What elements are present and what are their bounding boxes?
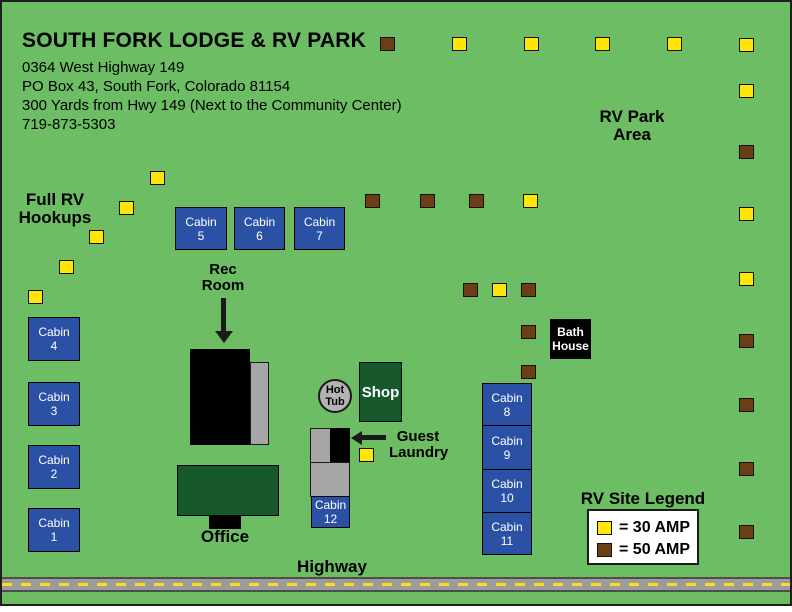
cabin-2: Cabin 2 (28, 445, 80, 489)
page-title: SOUTH FORK LODGE & RV PARK (22, 29, 366, 52)
office-building (177, 465, 279, 516)
rv-site-30amp (492, 283, 507, 297)
rv-site-50amp (521, 325, 536, 339)
header: SOUTH FORK LODGE & RV PARK 0364 West Hig… (22, 29, 402, 134)
rv-site-30amp (523, 194, 538, 208)
rv-site-50amp (469, 194, 484, 208)
rec-room-label: Rec Room (201, 261, 245, 294)
rv-site-30amp (739, 207, 754, 221)
cabin-6: Cabin 6 (234, 207, 285, 250)
cabin-12: Cabin 12 (311, 496, 350, 528)
rec-room-arrowhead-icon (215, 331, 233, 343)
rv-site-legend: = 30 AMP = 50 AMP (587, 509, 699, 565)
cabin-10: Cabin 10 (482, 469, 532, 513)
rv-site-50amp (420, 194, 435, 208)
cabin-3: Cabin 3 (28, 382, 80, 426)
rv-site-50amp (365, 194, 380, 208)
cabin-11: Cabin 11 (482, 512, 532, 555)
legend-30amp-label: = 30 AMP (619, 519, 690, 536)
shop-building: Shop (359, 362, 402, 422)
address-line-3: 300 Yards from Hwy 149 (Next to the Comm… (22, 97, 402, 114)
shop-label: Shop (361, 383, 400, 401)
rv-site-30amp (524, 37, 539, 51)
address-line-1: 0364 West Highway 149 (22, 59, 185, 76)
phone-number: 719-873-5303 (22, 116, 116, 133)
hot-tub: Hot Tub (318, 379, 352, 413)
rv-site-30amp (119, 201, 134, 215)
road-center-line (2, 583, 790, 586)
rv-site-50amp (521, 283, 536, 297)
rec-room-arrow (221, 298, 226, 332)
50amp-swatch-icon (597, 543, 612, 557)
legend-title: RV Site Legend (580, 489, 706, 508)
guest-laundry-label: Guest Laundry (389, 428, 449, 461)
legend-50amp-label: = 50 AMP (619, 541, 690, 558)
address-line-2: PO Box 43, South Fork, Colorado 81154 (22, 78, 291, 95)
bath-house-label: Bath House (552, 325, 589, 353)
cabin-9: Cabin 9 (482, 425, 532, 470)
rv-site-50amp (739, 525, 754, 539)
bath-house: Bath House (550, 319, 591, 359)
rv-site-30amp (89, 230, 104, 244)
highway-road (2, 577, 790, 592)
legend-row-30amp: = 30 AMP (597, 517, 697, 539)
rv-site-50amp (739, 145, 754, 159)
rv-site-50amp (380, 37, 395, 51)
30amp-swatch-icon (597, 521, 612, 535)
guest-laundry-arrow (360, 435, 386, 440)
rv-site-50amp (521, 365, 536, 379)
office-porch (209, 516, 241, 529)
cabin-1: Cabin 1 (28, 508, 80, 552)
hot-tub-label: Hot Tub (325, 384, 345, 408)
laundry-building-gray (310, 428, 331, 463)
rv-site-30amp (150, 171, 165, 185)
rv-park-area-label: RV Park Area (599, 107, 665, 144)
rv-site-30amp (28, 290, 43, 304)
rec-room-annex (250, 362, 269, 445)
rv-site-50amp (463, 283, 478, 297)
laundry-building-lower (310, 462, 350, 497)
office-label: Office (200, 527, 250, 546)
legend-row-50amp: = 50 AMP (597, 539, 697, 561)
rv-site-50amp (739, 398, 754, 412)
laundry-building-black (330, 428, 350, 463)
full-rv-hookups-label: Full RV Hookups (18, 190, 92, 227)
rv-site-30amp (452, 37, 467, 51)
rv-site-30amp (59, 260, 74, 274)
rv-site-30amp (739, 84, 754, 98)
rv-site-30amp (359, 448, 374, 462)
rv-site-30amp (739, 38, 754, 52)
rec-room-building (190, 349, 250, 445)
rv-site-50amp (739, 462, 754, 476)
rv-site-50amp (739, 334, 754, 348)
rv-site-30amp (739, 272, 754, 286)
rv-site-30amp (667, 37, 682, 51)
rv-site-30amp (595, 37, 610, 51)
cabin-4: Cabin 4 (28, 317, 80, 361)
cabin-8: Cabin 8 (482, 383, 532, 426)
cabin-7: Cabin 7 (294, 207, 345, 250)
cabin-5: Cabin 5 (175, 207, 227, 250)
guest-laundry-arrowhead-icon (351, 431, 362, 445)
